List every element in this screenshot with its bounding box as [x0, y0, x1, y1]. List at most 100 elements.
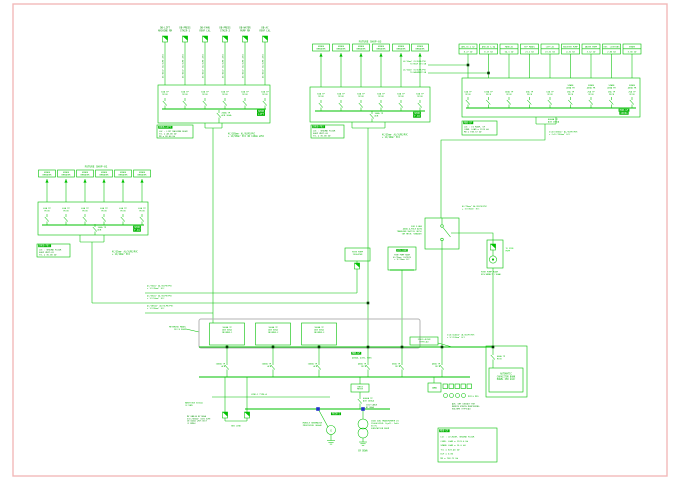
diagram-label: SMDB-LIFT: [159, 126, 172, 129]
diagram-label: 200A TP: [222, 112, 231, 115]
diagram-label: ACB: [375, 115, 379, 118]
diagram-label: MDB-GF: [352, 352, 361, 355]
smdb-f03-panel: [309, 86, 431, 123]
lamp-icon: [442, 383, 448, 389]
diagram-label: REMOTE STATUS MONITORING: [452, 405, 480, 408]
diagram-label-tl-riser-4: 4C/10mm² CU/XLPE +ECC: [222, 54, 225, 78]
diagram-label: BY DEWA: [366, 406, 375, 409]
diagram-label: INCOMER-2: [268, 332, 279, 334]
diagram-label: SPARE: [101, 171, 108, 174]
diagram-label: ACB 100kA: [363, 400, 375, 403]
diagram-label-mfm: MFM: [433, 387, 438, 390]
diagram-label: SPARE LOAD = 15.6 kW: [441, 444, 467, 447]
diagram-label: + 1C/16mm² ECC: [112, 253, 131, 256]
diagram-label: 4C/10mm² CU/XLPE +ECC: [222, 54, 225, 78]
diagram-label: ACB 100kA: [548, 121, 560, 124]
label-highlight: [413, 114, 421, 118]
diagram-label: 1600A TP: [268, 326, 278, 329]
diagram-label-ats-route-cable: 4C/70mm² AL/XLPE/PVC+ 1C/35mm² ECC: [462, 205, 488, 211]
wiring: [79, 235, 105, 303]
diagram-label: BREAKER: [119, 173, 128, 176]
diagram-label: TRANSFER SWITCH (ATS): [397, 230, 422, 233]
mdb-gf-cluster: [428, 43, 642, 218]
diagram-label-tr-cable: 2×4C/300mm² AL/XLPE/PVC+ 2×1C/150mm² ECC: [549, 131, 579, 137]
diagram-label: (TYPICAL): [419, 340, 429, 343]
lamp-icon: [448, 383, 454, 389]
wiring: [428, 54, 633, 78]
diagram-label: 63A TP: [546, 91, 554, 94]
diagram-label: 160A TP: [375, 112, 384, 115]
diagram-label: 63A TP: [317, 93, 325, 96]
diagram-label: 63A TP: [43, 207, 51, 210]
diagram-label: INCOMER-3: [314, 332, 325, 334]
diagram-label: MCCB: [338, 96, 344, 98]
wiring: [46, 179, 143, 202]
diagram-label: 25A TP: [587, 91, 595, 94]
diagram-label: 100A TP: [484, 91, 493, 94]
diagram-label: STAIR-2: [220, 29, 230, 32]
diagram-label: 63A TP: [81, 207, 89, 210]
diagram-label: 2×4C/300mm² AL/XLPE/PVC: [549, 131, 579, 134]
diagram-label: 63A TP: [464, 91, 472, 94]
spare-box: [352, 43, 370, 52]
transformer-icon: [357, 418, 369, 430]
diagram-label-mcm-mid: MCM & MID: [468, 396, 479, 398]
diagram-label: TCL = 35.00 kW: [313, 136, 331, 138]
diagram-label: PUMP RM: [240, 29, 250, 32]
diagram-label: MCCB: [378, 96, 384, 98]
diagram-label: SPARE: [398, 45, 405, 48]
diagram-label-tl-riser-2: 4C/10mm² CU/XLPE +ECC: [182, 54, 185, 78]
diagram-label: FIRE PUMP ROOM: [481, 272, 499, 274]
diagram-label: G: [330, 428, 332, 432]
diagram-label: DB-AC: [262, 27, 270, 30]
diagram-label: MCCB: [507, 94, 513, 96]
diagram-label: 8.27 kW: [484, 52, 493, 54]
diagram-label: 4C/35mm² AL/XLPE/PVC: [112, 251, 138, 254]
wiring: [441, 232, 494, 347]
diagram-label: INCOMER-1: [222, 332, 233, 334]
diagram-label: AHU-01 & 02: [461, 45, 475, 48]
diagram-label: 4000A TP: [363, 397, 373, 400]
diagram-label: SPARE: [63, 171, 70, 174]
diagram-label: 25A TP: [567, 91, 575, 94]
diagram-label: BY DEWA: [358, 450, 368, 453]
diagram-label: FIELD ALIGN: [418, 338, 431, 341]
diagram-label: SHOP UNIT-03: [313, 133, 329, 135]
diagram-label: AUX. DRY CONTACT FOR: [452, 403, 476, 406]
diagram-label: ISOLATOR: [353, 253, 363, 256]
label-highlight: [38, 244, 52, 248]
diagram-label: MCCB: [395, 366, 400, 368]
diagram-label: 4C/16mm² CU/XLPE/PVC: [403, 69, 426, 72]
diagram-label: 63A TP: [201, 91, 209, 94]
diagram-label: 4C/35mm² AL/XLPE/PVC: [382, 134, 408, 137]
diagram-label: BREAKER: [397, 47, 406, 50]
diagram-label: BUS LINK: [231, 426, 241, 428]
diagram-label: METER: [357, 389, 364, 391]
diagram-label: 4C/10mm² CU/XLPE +ECC: [202, 54, 205, 78]
diagram-label-lf-title: FUTURE SHOP-01: [85, 165, 108, 169]
diagram-label: FIRE PUMP: [352, 252, 364, 254]
diagram-label: ACB 50kA: [268, 328, 278, 331]
diagram-label-main-tag: MAIN-1: [330, 412, 342, 416]
diagram-label: 63A TP: [357, 93, 365, 96]
diagram-label: 4C/16mm² CU/XLPE/PVC: [403, 60, 426, 63]
diagram-label-lf-cable: 4C/35mm² AL/XLPE/PVC+ 1C/16mm² ECC: [112, 251, 138, 257]
